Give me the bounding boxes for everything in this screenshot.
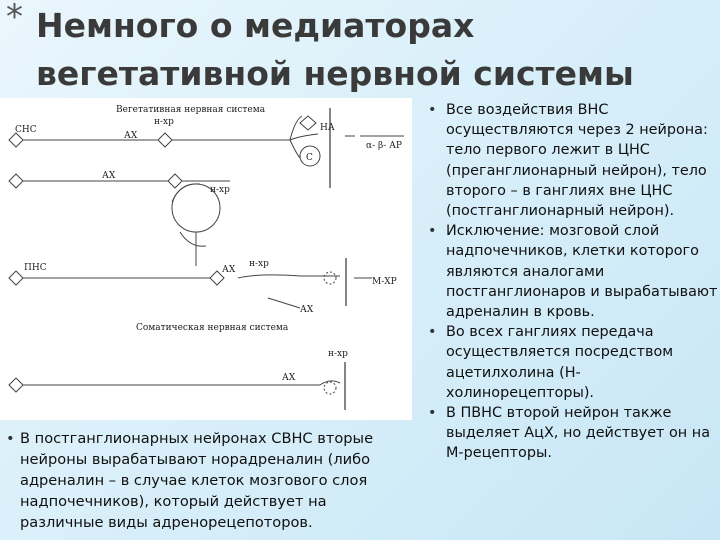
- label-ah-5: АХ: [282, 373, 296, 383]
- right-bullet-list: Все воздействия ВНС осуществляются через…: [424, 100, 720, 464]
- right-bullet-4: В ПВНС второй нейрон также выделяет АцХ,…: [424, 403, 720, 464]
- slide-title-line-2: вегетативной нервной системы: [36, 54, 634, 93]
- label-ah-1: АХ: [124, 131, 138, 141]
- label-sns: СНС: [15, 125, 37, 135]
- label-n-hr-1: н-хр: [154, 117, 174, 127]
- left-bullet-list: В постганглионарных нейронах СВНС вторые…: [6, 428, 410, 533]
- diagram-header-somatic: Соматическая нервная система: [136, 323, 289, 333]
- label-alpha-beta-ar: α- β- АР: [366, 141, 402, 151]
- label-na: НА: [320, 123, 335, 133]
- label-c: С: [306, 153, 313, 163]
- slide-title: Немного о медиаторах вегетативной нервно…: [36, 2, 696, 98]
- label-n-hr-4: н-хр: [328, 349, 348, 359]
- label-ah-4: АХ: [300, 305, 314, 315]
- label-m-hr: М-ХР: [372, 277, 397, 287]
- diagram-header-vns: Вегетативная нервная система: [116, 105, 266, 115]
- slide-title-line-1: Немного о медиаторах: [36, 6, 475, 45]
- left-bullet-1: В постганглионарных нейронах СВНС вторые…: [6, 428, 410, 533]
- sns-neuron-body-1: [8, 132, 24, 148]
- label-pns: ПНС: [24, 263, 47, 273]
- right-bullet-1: Все воздействия ВНС осуществляются через…: [424, 100, 720, 221]
- nervous-system-diagram: Вегетативная нервная система СНС н-хр АХ…: [0, 98, 412, 420]
- label-ah-2: АХ: [102, 171, 116, 181]
- right-bullet-3: Во всех ганглиях передача осуществляется…: [424, 322, 720, 403]
- label-n-hr-3: н-хр: [249, 259, 269, 269]
- right-bullet-2: Исключение: мозговой слой надпочечников,…: [424, 221, 720, 322]
- label-ah-3: АХ: [222, 265, 236, 275]
- title-bullet-star: *: [6, 0, 23, 37]
- label-n-hr-2: н-хр: [210, 185, 230, 195]
